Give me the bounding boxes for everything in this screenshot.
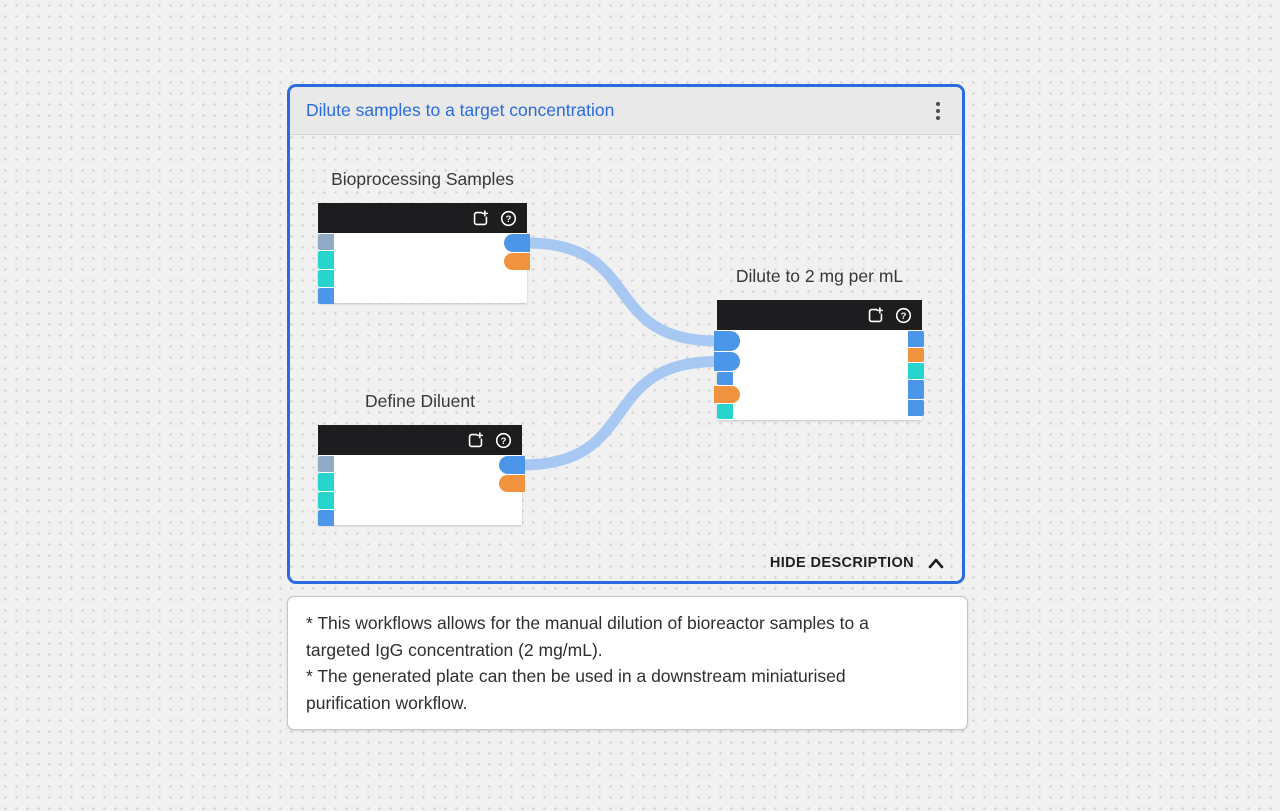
port-blue[interactable] bbox=[908, 380, 924, 399]
port-blue[interactable] bbox=[714, 352, 740, 371]
port-blue[interactable] bbox=[499, 456, 525, 474]
description-card: * This workflows allows for the manual d… bbox=[287, 596, 968, 730]
help-icon[interactable]: ? bbox=[494, 431, 513, 450]
port-blue[interactable] bbox=[318, 510, 334, 526]
output-ports bbox=[908, 331, 924, 416]
export-icon[interactable] bbox=[866, 306, 885, 325]
output-ports bbox=[499, 456, 525, 492]
node-header[interactable]: ? bbox=[717, 300, 922, 330]
port-blue[interactable] bbox=[908, 400, 924, 416]
input-ports bbox=[318, 234, 334, 304]
svg-text:?: ? bbox=[501, 435, 507, 446]
svg-text:?: ? bbox=[901, 310, 907, 321]
port-orange[interactable] bbox=[714, 386, 740, 403]
group-dilute-samples[interactable]: Dilute samples to a target concentration… bbox=[287, 84, 965, 584]
port-grayblue[interactable] bbox=[318, 234, 334, 250]
group-header[interactable]: Dilute samples to a target concentration bbox=[290, 87, 962, 135]
help-icon[interactable]: ? bbox=[499, 209, 518, 228]
port-blue[interactable] bbox=[908, 331, 924, 347]
port-cyan[interactable] bbox=[717, 404, 733, 419]
help-icon[interactable]: ? bbox=[894, 306, 913, 325]
node-header[interactable]: ? bbox=[318, 425, 522, 455]
node-body bbox=[318, 233, 530, 304]
export-icon[interactable] bbox=[466, 431, 485, 450]
description-line: * This workflows allows for the manual d… bbox=[306, 613, 869, 660]
port-cyan[interactable] bbox=[318, 251, 334, 269]
node-title: Define Diluent bbox=[365, 391, 475, 411]
hide-description-toggle[interactable]: HIDE DESCRIPTION bbox=[770, 555, 946, 571]
export-icon[interactable] bbox=[471, 209, 490, 228]
node-title: Bioprocessing Samples bbox=[331, 169, 514, 189]
port-blue[interactable] bbox=[717, 372, 733, 385]
description-line: * The generated plate can then be used i… bbox=[306, 666, 846, 713]
node-dilute-to-2-mg-per-ml[interactable]: Dilute to 2 mg per mL ? bbox=[714, 266, 924, 420]
input-ports bbox=[318, 456, 334, 526]
node-define-diluent[interactable]: Define Diluent ? bbox=[318, 391, 525, 526]
kebab-menu-icon[interactable] bbox=[930, 98, 946, 124]
port-orange[interactable] bbox=[504, 253, 530, 270]
output-ports bbox=[504, 234, 530, 270]
group-title: Dilute samples to a target concentration bbox=[306, 100, 615, 120]
node-body bbox=[714, 330, 924, 420]
port-orange[interactable] bbox=[908, 348, 924, 362]
node-bioprocessing-samples[interactable]: Bioprocessing Samples ? bbox=[318, 169, 530, 304]
input-ports bbox=[714, 331, 740, 419]
port-orange[interactable] bbox=[499, 475, 525, 492]
chevron-up-icon bbox=[928, 558, 944, 569]
port-blue[interactable] bbox=[504, 234, 530, 252]
svg-text:?: ? bbox=[506, 213, 512, 224]
node-header[interactable]: ? bbox=[318, 203, 527, 233]
port-cyan[interactable] bbox=[318, 473, 334, 491]
port-cyan[interactable] bbox=[318, 270, 334, 287]
port-grayblue[interactable] bbox=[318, 456, 334, 472]
node-title: Dilute to 2 mg per mL bbox=[735, 266, 904, 286]
node-body bbox=[318, 455, 525, 526]
port-blue[interactable] bbox=[318, 288, 334, 304]
port-cyan[interactable] bbox=[908, 363, 924, 379]
port-cyan[interactable] bbox=[318, 492, 334, 509]
hide-description-label: HIDE DESCRIPTION bbox=[769, 555, 914, 571]
port-blue[interactable] bbox=[714, 331, 740, 351]
